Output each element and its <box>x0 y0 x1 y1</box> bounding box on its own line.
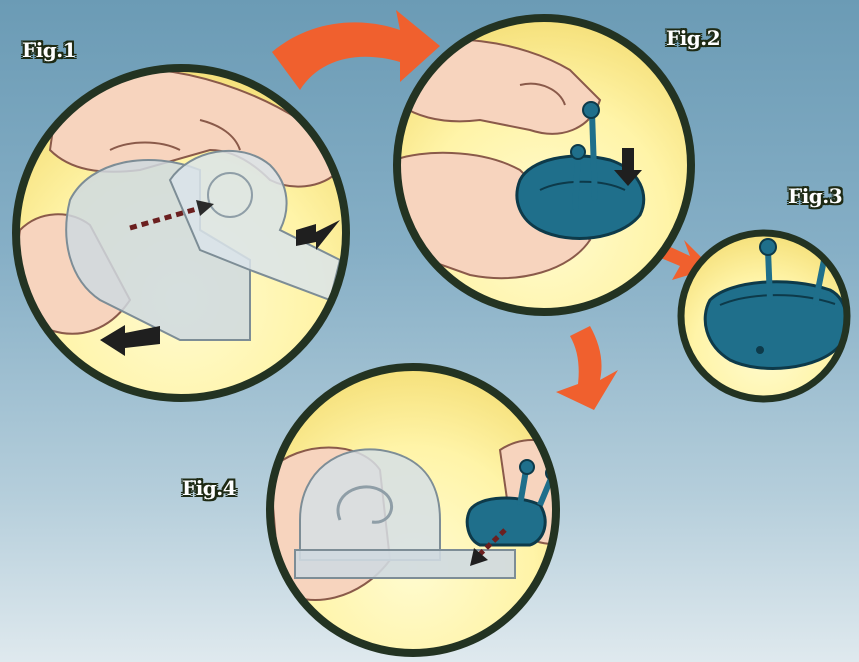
figure-1-panel <box>10 68 346 398</box>
figure-2-panel <box>395 18 691 312</box>
figure-4-panel <box>270 367 580 653</box>
figure-3-panel <box>681 233 847 399</box>
orange-flow-arrow-1 <box>272 10 440 90</box>
figure-2-label: Fig.2 <box>666 26 720 50</box>
figure-1-label: Fig.1 <box>22 38 76 62</box>
orange-flow-arrow-3 <box>556 326 618 410</box>
figure-3-label: Fig.3 <box>788 184 842 208</box>
figure-4-label: Fig.4 <box>182 476 236 500</box>
